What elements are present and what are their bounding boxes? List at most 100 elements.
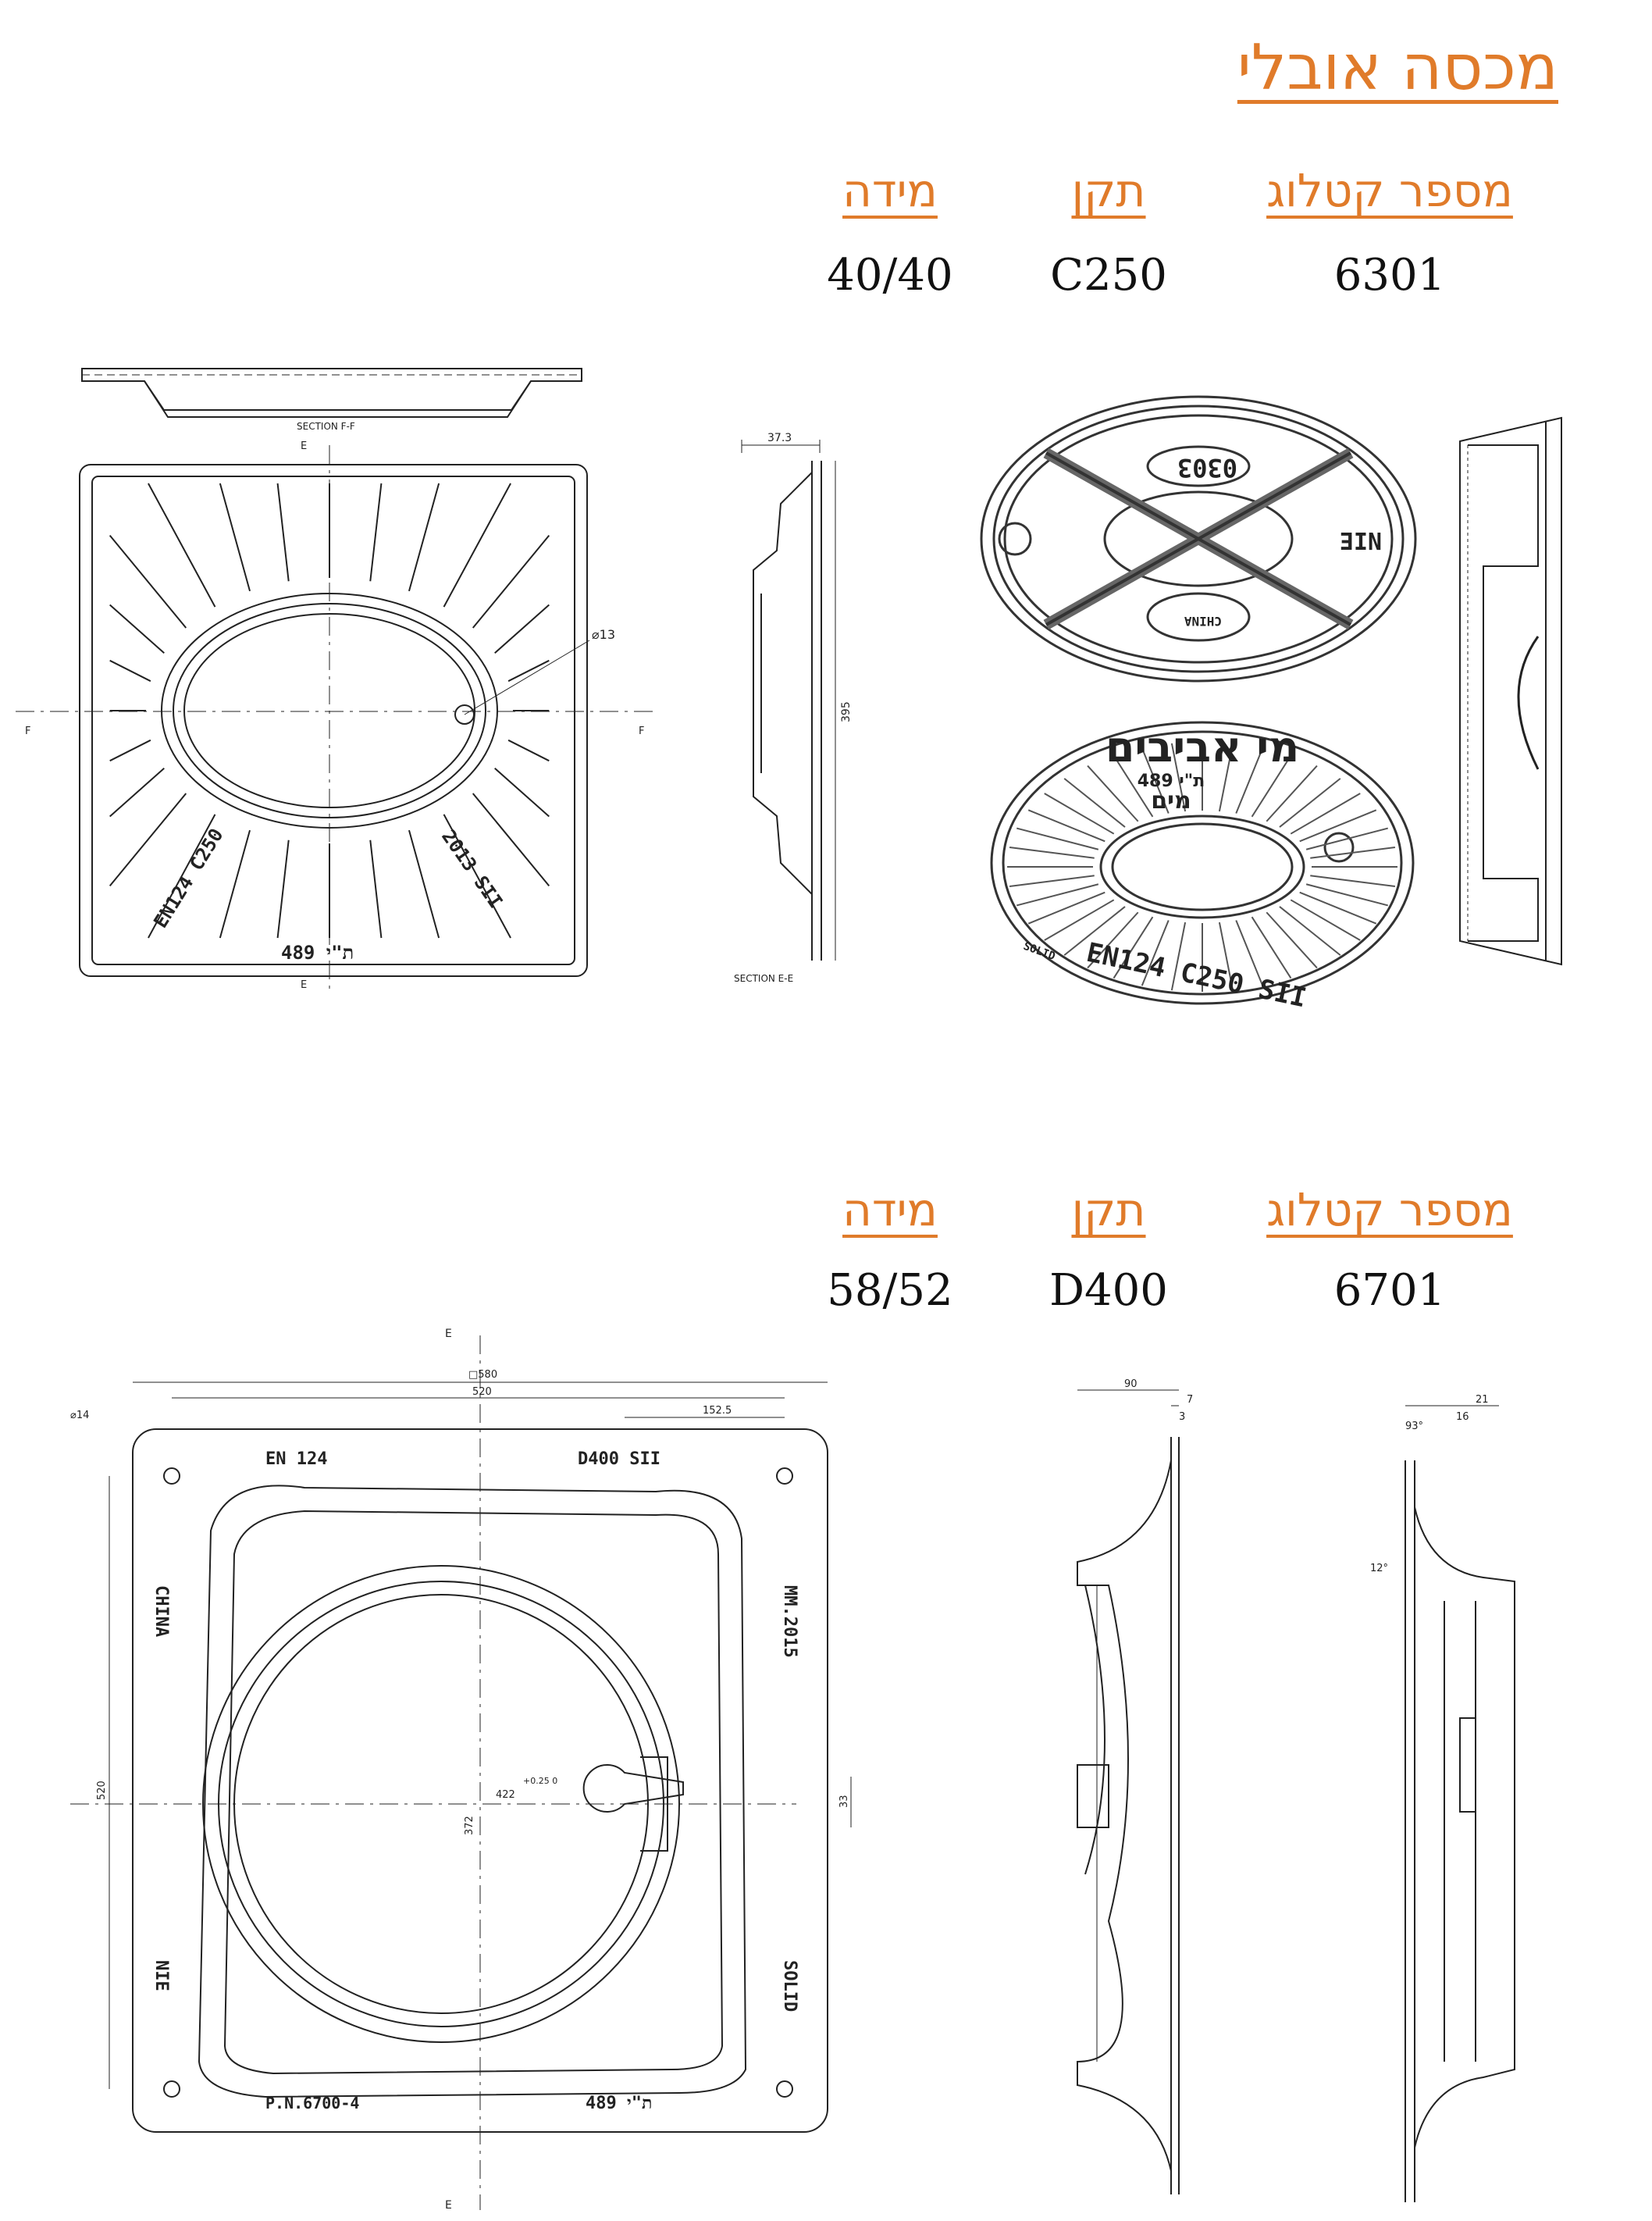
rib-line [507,739,550,762]
rib-line [472,535,550,629]
rib-line [443,814,511,939]
size-value-1: 40/40 [827,250,953,301]
rib-line [408,483,440,592]
rib-line [148,814,216,939]
engraving-ti-489-d400: ת"י 489 [586,2094,652,2113]
rib-line [109,768,165,818]
cover-6301-top-view-photo: 0303 NIE CHINA [980,395,1417,683]
hole-dimension-label: ⌀13 [592,627,615,642]
rib-line [148,483,216,608]
photo-rib-line [1009,875,1095,888]
catalog-value-2: 6701 [1333,1265,1446,1316]
photo-rib-line [1218,743,1234,812]
photo-rib-line [1290,793,1361,835]
rib-line [494,768,550,818]
dim-33: 33 [838,1795,850,1808]
catalog-header-1: מספר קטלוג [1266,164,1513,217]
dim-152-5: 152.5 [703,1405,732,1417]
size-value-2: 58/52 [827,1265,953,1316]
rib-line [109,535,187,629]
side-dim-16: 16 [1456,1411,1469,1423]
rib-line [408,829,440,939]
catalog-value-1: 6301 [1333,250,1446,301]
rib-line [369,483,383,582]
photo-rib-line [1087,911,1139,969]
photo-rib-line [1113,754,1154,818]
engraving-ti-489: ת"י 489 [281,942,354,964]
cut-e-bottom-label: E [301,979,307,991]
photo-rib-line [1218,922,1234,991]
photo-rib-line [1016,827,1099,850]
photo-rib-line [1141,747,1170,814]
photo-rib-line [1266,911,1318,969]
photo-rib-line [1063,906,1126,956]
rib-line [276,483,290,582]
side-dim-3: 3 [1179,1411,1185,1423]
photo-engraving-0303: 0303 [1177,453,1237,483]
dim-520-side: 520 [96,1781,108,1800]
cover-6301-bottom-view-photo: מי אביבים ת"י 489 מים EN124 C250 SII SOL… [990,721,1415,1011]
photo-rib-line [1027,891,1105,925]
engraving-en-124: EN 124 [265,1449,327,1469]
photo-rib-line [1235,920,1264,986]
photo-engraving-china: CHINA [1184,614,1222,629]
cut-f-right-label: F [639,725,644,737]
photo-rib-line [1310,875,1396,888]
catalog-header-2: מספר קטלוג [1266,1183,1513,1236]
dim-422-tolerance: +0.25 0 [523,1776,557,1786]
section-ee-label: SECTION E-E [734,973,793,984]
engraving-d400-sii: D400 SII [578,1449,660,1469]
rib-line [443,483,511,608]
dim-outer-580: □580 [468,1369,497,1381]
dim-520-top: 520 [472,1386,492,1398]
size-header-1: מידה [842,164,938,217]
section-ff-label: SECTION F-F [297,421,355,432]
size-header-2: מידה [842,1183,938,1236]
rib-line [219,829,251,939]
cover-6701-side-section-a: 90 7 3 [1077,1378,1193,2194]
cover-6701-plan-drawing: E E □580 520 152.5 ⌀14 520 422 +0.25 0 3… [70,1328,852,2212]
section-height-dim: 395 [840,701,853,722]
engraving-mm-2015: MM.2015 [780,1585,799,1658]
rib-line [109,604,165,654]
photo-engraving-en124: EN124 C250 SII [1084,937,1309,1011]
rib-line [109,793,187,886]
photo-rib-line [1113,916,1154,979]
dim-372: 372 [464,1816,475,1835]
engraving-solid: SOLID [780,1960,799,2012]
cover-6301-section-ee-drawing: 37.3 395 SECTION E-E [734,432,853,984]
rib-line [276,840,290,939]
dim-422: 422 [496,1789,515,1801]
photo-rib-line [1063,778,1126,828]
cut-e-bottom-label: E [445,2199,452,2212]
engraving-pn-6700-4: P.N.6700-4 [265,2094,359,2112]
photo-rib-line [1305,827,1389,850]
cut-f-left-label: F [25,725,30,737]
photo-rib-line [1299,891,1377,925]
photo-engraving-nie: NIE [1340,526,1382,554]
standard-header-1: תקן [1071,164,1146,217]
standard-value-2: D400 [1049,1265,1168,1316]
photo-rib-line [1305,883,1389,907]
cover-6301-side-section [1459,416,1562,966]
rib-line [472,793,550,886]
photo-rib-line [1170,922,1187,991]
standard-header-2: תקן [1071,1183,1146,1236]
side-dim-21: 21 [1476,1394,1489,1406]
engraving-en124-c250: EN124 C250 [149,825,227,932]
photo-rib-line [1044,899,1115,941]
cut-e-top-label: E [445,1328,452,1340]
photo-rib-line [1027,809,1105,843]
photo-rib-line [1235,747,1264,814]
photo-rib-line [1310,846,1396,859]
photo-rib-line [1290,899,1361,941]
photo-rib-line [1266,765,1318,822]
photo-engraving-solid: SOLID [1022,940,1057,963]
rib-line [507,659,550,683]
rib-line [369,840,383,939]
photo-rib-line [1044,793,1115,835]
photo-rib-line [1299,809,1377,843]
engraving-nie: NIE [151,1960,171,1991]
photo-rib-line [1279,906,1341,956]
dim-hole-14: ⌀14 [70,1410,89,1421]
